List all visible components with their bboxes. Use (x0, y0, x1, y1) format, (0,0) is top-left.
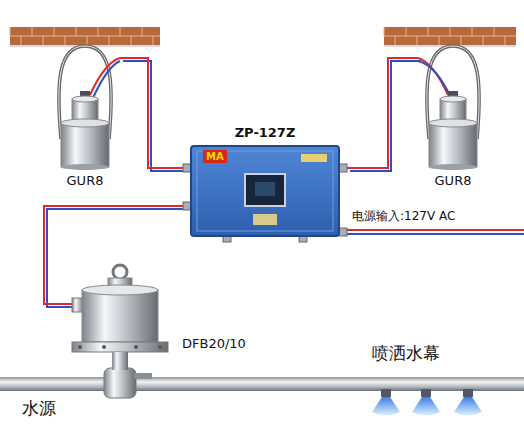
node-art (50, 43, 120, 189)
brick-ceiling (384, 27, 516, 47)
node-art (60, 262, 260, 370)
power-label: 电源输入:127V AC (352, 208, 455, 225)
brick-ceiling (10, 27, 160, 47)
valve-handle (134, 373, 152, 379)
part-label: GUR8 (435, 173, 472, 189)
part-label: ZP-127Z (235, 124, 296, 142)
valve-node: DFB20/10 (60, 262, 260, 370)
node-art (418, 43, 488, 189)
sensor-node: GUR8 (50, 43, 120, 189)
cable-connector (44, 206, 183, 304)
water-pipe (0, 377, 524, 391)
area-label: 水源 (22, 397, 56, 420)
wire-strand (350, 61, 421, 171)
power-wire (347, 229, 524, 231)
ball-valve (104, 368, 136, 398)
node-art (183, 124, 347, 242)
sensor-node: GUR8 (418, 43, 488, 189)
area-label: 喷洒水幕 (372, 342, 440, 365)
power-wire (347, 233, 524, 235)
spray-nozzle (412, 389, 440, 416)
cable-connector (347, 58, 418, 168)
wire-strand (47, 209, 186, 307)
part-label: GUR8 (67, 173, 104, 189)
mark-plate: MA (203, 150, 227, 163)
wire-strand (123, 61, 186, 171)
spray-nozzle (454, 389, 482, 416)
controller-box: ZP-127Z MA (183, 124, 347, 242)
part-label: DFB20/10 (182, 336, 246, 352)
cable-connector (120, 58, 183, 168)
spray-nozzle (372, 389, 400, 416)
